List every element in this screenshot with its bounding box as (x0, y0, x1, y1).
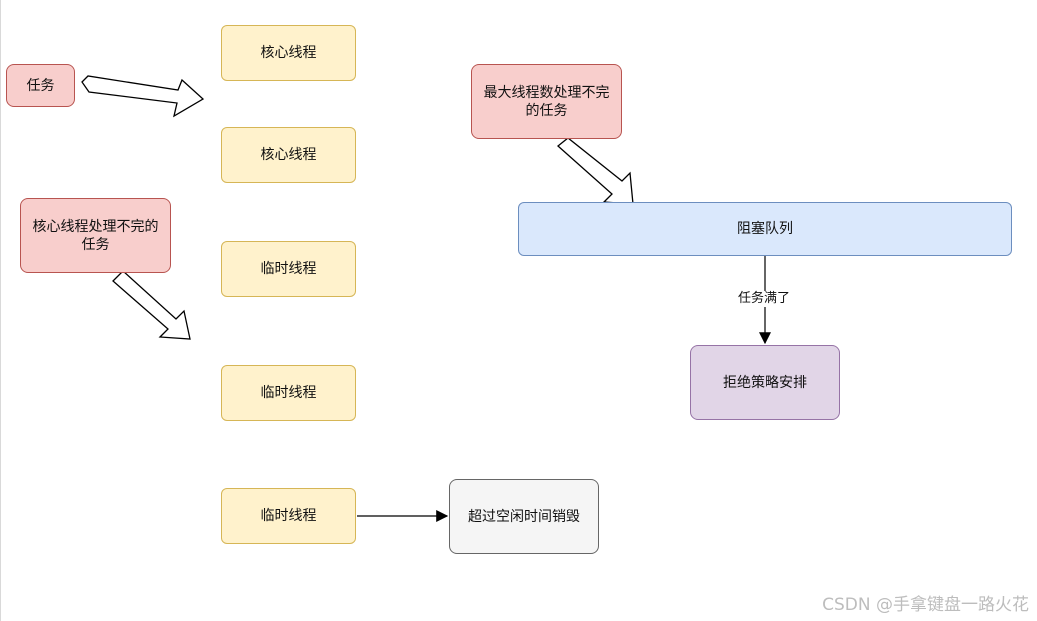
queue-full-label: 任务满了 (736, 291, 793, 307)
temp-thread-node-3[interactable]: 临时线程 (221, 488, 356, 544)
task-node-label: 任务 (26, 77, 55, 94)
blocking-queue-label: 阻塞队列 (737, 221, 793, 237)
left-border-line (0, 0, 1, 621)
temp-thread-label-3: 临时线程 (260, 508, 317, 524)
block-arrow-core-overflow (112, 270, 191, 340)
idle-destroy-node[interactable]: 超过空闲时间销毁 (449, 479, 599, 554)
core-thread-node-1[interactable]: 核心线程 (221, 25, 356, 81)
watermark: CSDN @手拿键盘一路火花 (822, 595, 1029, 615)
core-overflow-task-label: 核心线程处理不完的任务 (32, 218, 159, 253)
max-overflow-task-label: 最大线程数处理不完的任务 (483, 84, 610, 119)
blocking-queue-node[interactable]: 阻塞队列 (518, 202, 1012, 256)
core-thread-node-2[interactable]: 核心线程 (221, 127, 356, 183)
task-node[interactable]: 任务 (6, 64, 75, 107)
temp-thread-node-2[interactable]: 临时线程 (221, 365, 356, 421)
reject-policy-node[interactable]: 拒绝策略安排 (690, 345, 840, 420)
core-thread-label-2: 核心线程 (260, 147, 317, 163)
core-thread-label-1: 核心线程 (260, 45, 317, 61)
reject-policy-label: 拒绝策略安排 (723, 374, 807, 391)
core-overflow-task-node[interactable]: 核心线程处理不完的任务 (20, 198, 171, 273)
idle-destroy-label: 超过空闲时间销毁 (468, 508, 580, 525)
temp-thread-node-1[interactable]: 临时线程 (221, 241, 356, 297)
block-arrow-max-overflow (556, 137, 634, 205)
temp-thread-label-1: 临时线程 (260, 261, 317, 277)
max-overflow-task-node[interactable]: 最大线程数处理不完的任务 (471, 64, 622, 139)
block-arrow-task (81, 75, 205, 118)
temp-thread-label-2: 临时线程 (260, 385, 317, 401)
